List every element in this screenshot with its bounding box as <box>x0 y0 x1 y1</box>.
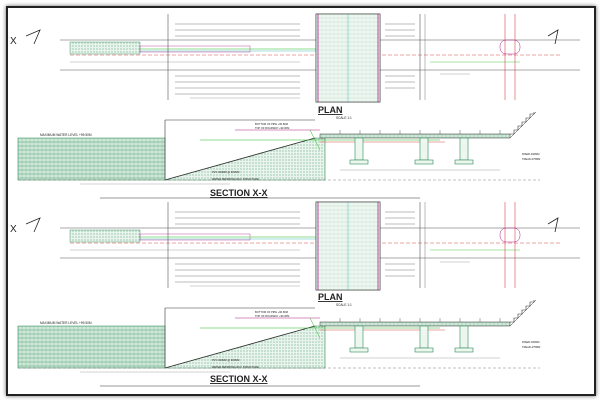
plan-title: PLAN <box>318 292 343 302</box>
tread-note: TREAD-275MM <box>522 157 540 161</box>
structure-note: WATER DROPPING RCC STRUCTURE <box>212 177 259 181</box>
section-title: SECTION X-X <box>210 374 268 384</box>
max-water-level-note: MAXIMUM WATER LEVEL +99.50M <box>40 133 92 137</box>
structure-note: WATER DROPPING RCC STRUCTURE <box>212 365 259 369</box>
riser-note: RISER-160MM <box>522 152 539 156</box>
tread-note: TREAD-275MM <box>522 345 540 349</box>
max-water-level-note: MAXIMUM WATER LEVEL +99.50M <box>40 321 92 325</box>
bottom-of-pipe-note: BOTTOM OF PIPE +96.80M <box>255 122 288 126</box>
section-title: SECTION X-X <box>210 188 268 198</box>
plan-scale: SCALE 1:1 <box>336 303 352 307</box>
pvc-note: PVC 450MM @ 900MM <box>212 358 239 362</box>
plan-scale: SCALE 1:1 <box>336 116 352 120</box>
top-of-roadway-note: TOP OF ROADWAY +99.00M <box>255 126 289 130</box>
bottom-of-pipe-note: BOTTOM OF PIPE +96.80M <box>255 310 288 314</box>
section-mark-left: X <box>10 36 17 47</box>
plan-title: PLAN <box>318 105 343 115</box>
section-mark-left: X <box>10 224 17 235</box>
riser-note: RISER-160MM <box>522 340 539 344</box>
top-of-roadway-note: TOP OF ROADWAY +99.00M <box>255 314 289 318</box>
sheet-1: X PLAN SCALE 1:1 MAXIMUM WATER LEVEL +99… <box>10 13 581 199</box>
pvc-note: PVC 450MM @ 900MM <box>212 170 239 174</box>
sheet-2: X PLAN SCALE 1:1 MAXIMUM WATER LEVEL +99… <box>10 201 581 387</box>
